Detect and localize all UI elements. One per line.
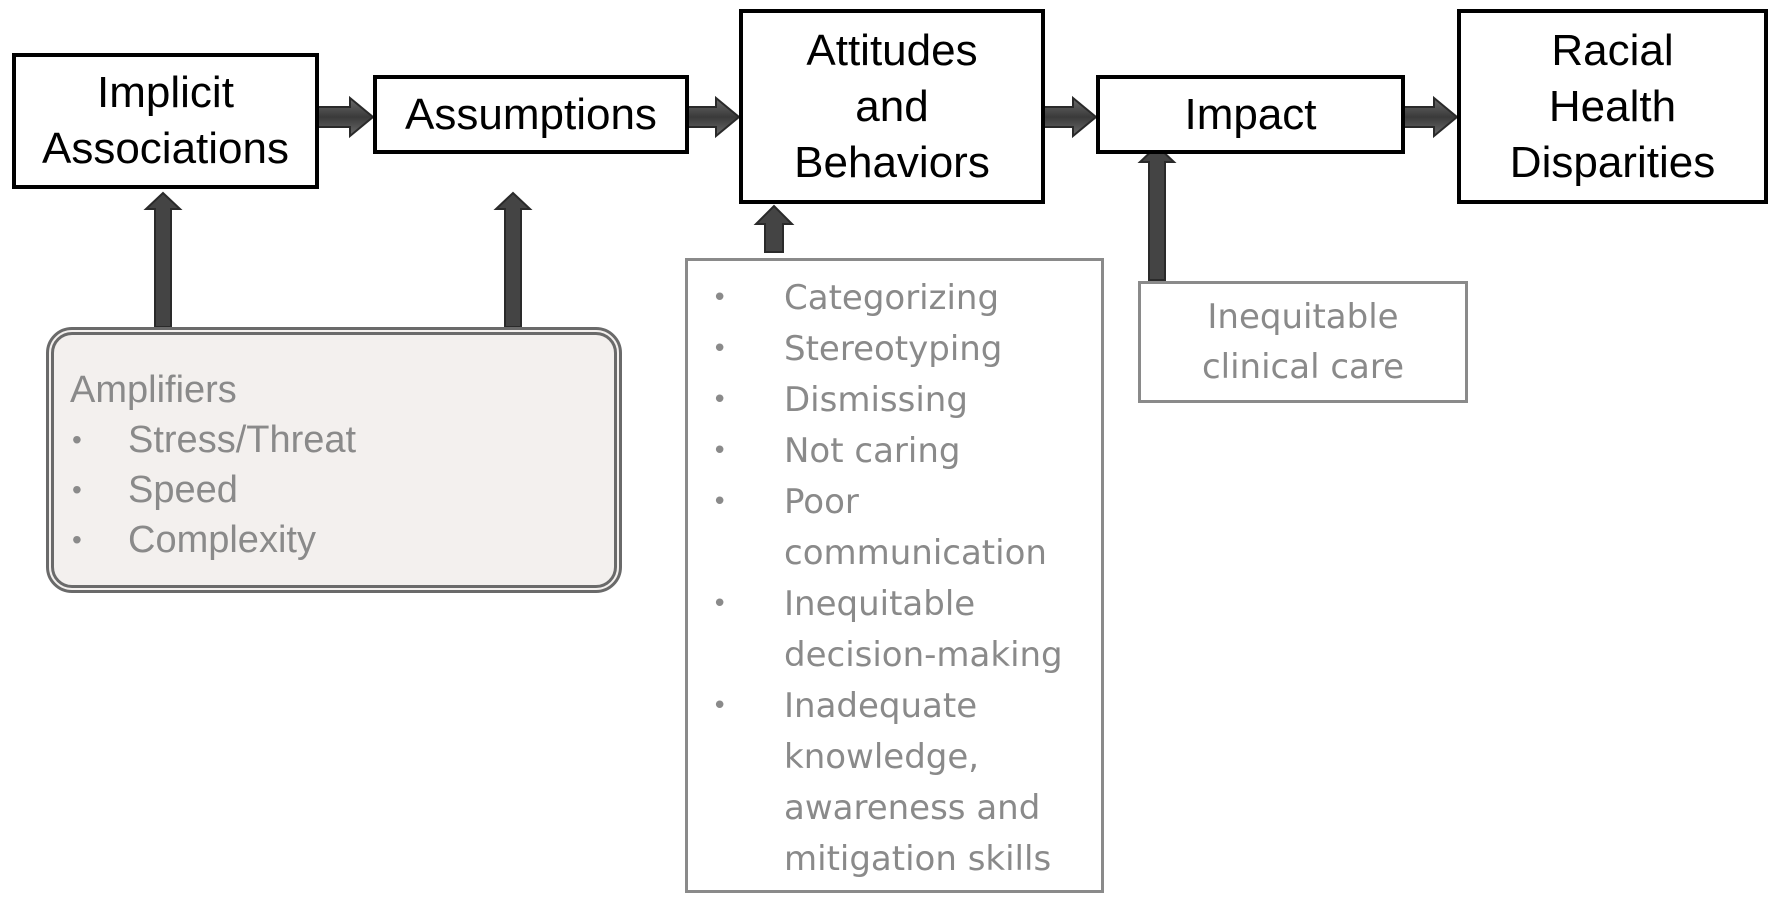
impact-box: Impact xyxy=(1096,75,1405,154)
behavior-item: Inequitable decision-making xyxy=(706,579,1101,681)
arrow-behaviors-to-attitudes xyxy=(753,204,795,253)
behavior-item: Inadequate knowledge, awareness and miti… xyxy=(706,681,1101,885)
racial-health-disparities-box: Racial Health Disparities xyxy=(1457,9,1768,204)
inequitable-care-box: Inequitable clinical care xyxy=(1138,281,1468,403)
behaviors-box: Categorizing Stereotyping Dismissing Not… xyxy=(685,258,1104,893)
amplifiers-title: Amplifiers xyxy=(70,369,237,411)
arrow-impact-to-disparities xyxy=(1403,95,1459,139)
impact-label: Impact xyxy=(1184,89,1317,139)
attitudes-line-2: and xyxy=(855,81,929,131)
amplifiers-list: Stress/Threat Speed Complexity xyxy=(70,415,614,565)
disparities-line-3: Disparities xyxy=(1509,137,1716,187)
behaviors-list: Categorizing Stereotyping Dismissing Not… xyxy=(706,273,1101,885)
behavior-item: Poor communication xyxy=(706,477,1101,579)
arrow-associations-to-assumptions xyxy=(317,95,375,139)
implicit-associations-line-2: Associations xyxy=(41,124,289,173)
disparities-line-2: Health xyxy=(1548,81,1677,131)
assumptions-label: Assumptions xyxy=(405,89,657,139)
amplifier-item: Stress/Threat xyxy=(70,415,614,465)
behavior-item: Stereotyping xyxy=(706,324,1101,375)
arrow-care-to-impact xyxy=(1137,144,1177,281)
care-line-1: Inequitable xyxy=(1207,297,1399,337)
attitudes-line-3: Behaviors xyxy=(794,137,990,187)
arrow-amplifiers-to-associations xyxy=(143,191,183,328)
behavior-item: Categorizing xyxy=(706,273,1101,324)
amplifier-item: Complexity xyxy=(70,515,614,565)
implicit-associations-box: Implicit Associations xyxy=(12,53,319,189)
disparities-line-1: Racial xyxy=(1551,25,1674,75)
arrow-assumptions-to-attitudes xyxy=(687,95,741,139)
attitudes-behaviors-box: Attitudes and Behaviors xyxy=(739,9,1045,204)
behavior-item: Dismissing xyxy=(706,375,1101,426)
arrow-amplifiers-to-assumptions xyxy=(493,191,533,328)
care-line-2: clinical care xyxy=(1201,347,1405,387)
behavior-item: Not caring xyxy=(706,426,1101,477)
implicit-associations-line-1: Implicit xyxy=(97,68,234,117)
attitudes-line-1: Attitudes xyxy=(806,25,978,75)
amplifier-item: Speed xyxy=(70,465,614,515)
assumptions-box: Assumptions xyxy=(373,75,689,154)
amplifiers-box: Amplifiers Stress/Threat Speed Complexit… xyxy=(46,327,622,593)
arrow-attitudes-to-impact xyxy=(1043,95,1098,139)
